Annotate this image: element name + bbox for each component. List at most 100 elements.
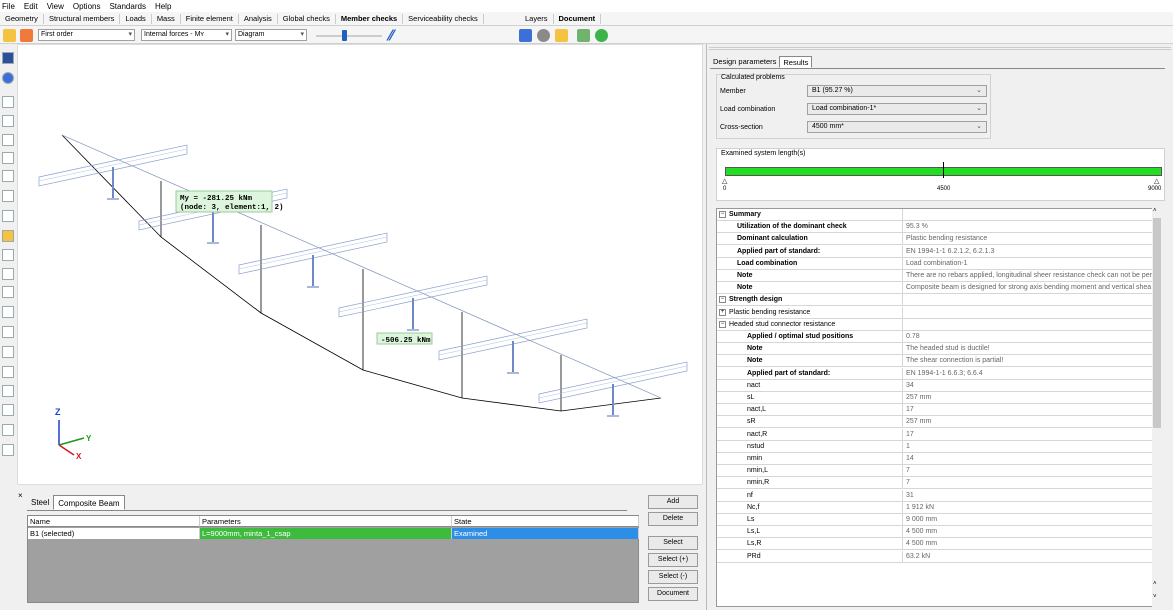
scale-slider-track[interactable] — [316, 35, 382, 37]
analysis-order-select[interactable]: First order▾ — [38, 29, 135, 41]
column-state[interactable]: State — [452, 516, 639, 527]
grid-icon[interactable] — [577, 29, 590, 42]
menu-help[interactable]: Help — [154, 1, 172, 11]
load-combination-select[interactable]: Load combination-1*⌄ — [807, 103, 987, 115]
result-row[interactable]: +Plastic bending resistance — [717, 306, 1159, 319]
menu-file[interactable]: File — [2, 1, 15, 11]
flag-icon[interactable] — [20, 29, 33, 42]
collapse-icon[interactable]: − — [719, 320, 726, 328]
tab-composite-beam[interactable]: Composite Beam — [53, 495, 125, 510]
display-mode-select[interactable]: Diagram▾ — [235, 29, 307, 41]
tab-member-checks[interactable]: Member checks — [336, 13, 404, 24]
scale-icon[interactable]: ⫽ — [387, 27, 394, 43]
results-scrollbar[interactable]: ˄ ˄ ˅ — [1152, 208, 1162, 607]
move-icon[interactable] — [2, 326, 14, 338]
cross-section-select[interactable]: 4500 mm*⌄ — [807, 121, 987, 133]
scroll-up-icon[interactable]: ˄ — [1153, 208, 1157, 214]
column-parameters[interactable]: Parameters — [200, 516, 452, 527]
folder-icon[interactable] — [555, 29, 568, 42]
column-name[interactable]: Name — [28, 516, 200, 527]
plate-icon[interactable] — [2, 134, 14, 146]
internal-forces-select[interactable]: Internal forces - Mʏ▾ — [141, 29, 232, 41]
undo-icon[interactable] — [2, 72, 14, 84]
tab-design-parameters[interactable]: Design parameters — [713, 57, 777, 66]
tab-serviceability-checks[interactable]: Serviceability checks — [403, 13, 484, 24]
shape-icon[interactable] — [2, 210, 14, 222]
tab-steel[interactable]: Steel — [31, 498, 50, 507]
result-row[interactable]: −Summary — [717, 209, 1159, 221]
model-drawing[interactable]: My = -281.25 kNm (node: 3, element:1, 2)… — [18, 45, 704, 486]
member-select[interactable]: B1 (95.27 %)⌄ — [807, 85, 987, 97]
scroll-up-icon[interactable]: ˄ — [1153, 581, 1157, 587]
tab-analysis[interactable]: Analysis — [239, 13, 278, 24]
check-icon[interactable] — [595, 29, 608, 42]
select-button[interactable]: Select — [648, 536, 698, 550]
check-icon[interactable] — [2, 366, 14, 378]
member-icon[interactable] — [2, 115, 14, 127]
model-view[interactable]: My = -281.25 kNm (node: 3, element:1, 2)… — [17, 44, 703, 485]
document-button[interactable]: Document — [648, 587, 698, 601]
scroll-thumb[interactable] — [1153, 218, 1161, 428]
menu-standards[interactable]: Standards — [109, 1, 146, 11]
tab-mass[interactable]: Mass — [152, 13, 181, 24]
view-icon[interactable] — [2, 404, 14, 416]
menu-options[interactable]: Options — [72, 1, 101, 11]
result-row[interactable]: −Headed stud connector resistance — [717, 318, 1159, 331]
pencil-icon[interactable] — [3, 29, 16, 42]
collapse-icon[interactable]: − — [719, 296, 726, 304]
edit-layer-icon[interactable] — [519, 29, 532, 42]
tab-layers[interactable]: Layers — [520, 13, 554, 24]
result-row[interactable]: Applied part of standard:EN 1994-1-1 6.6… — [717, 367, 1159, 380]
mirror-icon[interactable] — [2, 306, 14, 318]
save-icon[interactable] — [2, 52, 14, 64]
close-icon[interactable]: × — [18, 491, 23, 500]
node-icon[interactable] — [2, 96, 14, 108]
tab-loads[interactable]: Loads — [120, 13, 152, 24]
menu-view[interactable]: View — [46, 1, 64, 11]
mesh-icon[interactable] — [2, 190, 14, 202]
menu-edit[interactable]: Edit — [23, 1, 38, 11]
load-icon[interactable] — [2, 230, 14, 242]
delete-button[interactable]: Delete — [648, 512, 698, 526]
volume-icon[interactable] — [2, 170, 14, 182]
surface-icon[interactable] — [2, 152, 14, 164]
hinge-icon[interactable] — [2, 268, 14, 280]
tab-results[interactable]: Results — [779, 56, 813, 68]
zoom-icon[interactable] — [2, 424, 14, 436]
eye-icon[interactable] — [537, 29, 550, 42]
select-icon[interactable] — [2, 444, 14, 456]
tab-document[interactable]: Document — [554, 13, 602, 24]
select-plus-button[interactable]: Select (+) — [648, 553, 698, 567]
collapse-icon[interactable]: − — [719, 211, 726, 218]
tab-structural-members[interactable]: Structural members — [44, 13, 121, 24]
add-button[interactable]: Add — [648, 495, 698, 509]
tab-global-checks[interactable]: Global checks — [278, 13, 336, 24]
expand-icon[interactable]: + — [719, 308, 726, 316]
tab-finite-element[interactable]: Finite element — [181, 13, 239, 24]
copy-icon[interactable] — [2, 346, 14, 358]
section-icon[interactable] — [2, 286, 14, 298]
tab-geometry[interactable]: Geometry — [0, 13, 44, 24]
result-row[interactable]: Applied part of standard:EN 1994-1-1 6.2… — [717, 245, 1159, 258]
